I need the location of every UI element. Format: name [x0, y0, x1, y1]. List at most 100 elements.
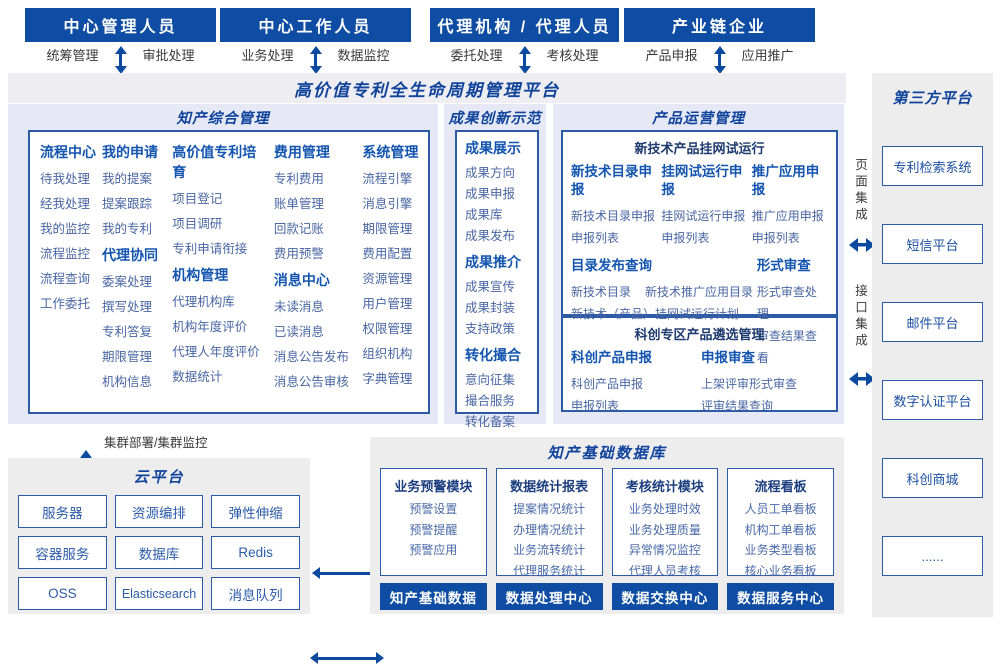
menu-item: 新技术推广应用目录 — [645, 285, 754, 299]
module-header: 流程看板 — [754, 479, 807, 494]
third-party-item: 短信平台 — [882, 224, 983, 264]
cloud-service-item: Redis — [211, 536, 300, 569]
panel-ip-comprehensive-management: 知产综合管理 流程中心 待我处理 经我处理 我的监控 流程监控 流程查询 工作委… — [8, 104, 438, 424]
role-group-center-managers: 中心管理人员 统筹管理 审批处理 — [25, 8, 216, 78]
menu-item: 账单管理 — [273, 197, 324, 211]
role-action-label: 应用推广 — [741, 48, 794, 63]
menu-item: 审查结果查看 — [756, 329, 817, 365]
menu-item: 项目调研 — [172, 217, 223, 231]
db-center-button: 数据交换中心 — [611, 583, 719, 610]
double-arrow-horizontal-icon — [310, 652, 384, 664]
cloud-service-item: OSS — [18, 577, 107, 610]
menu-item: 新技术目录 — [571, 285, 632, 299]
menu-item: 专利申请衔接 — [172, 242, 248, 256]
menu-item: 待我处理 — [40, 172, 91, 186]
menu-item: 期限管理 — [101, 350, 152, 364]
third-party-panel: 第三方平台 专利检索系统 短信平台 邮件平台 数字认证平台 科创商城 .....… — [872, 73, 993, 617]
menu-item: 意向征集 — [465, 373, 516, 387]
cloud-service-item: 消息队列 — [211, 577, 300, 610]
menu-item: 消息引擎 — [362, 197, 413, 211]
module-header: 我的申请 — [101, 144, 158, 160]
menu-item: 成果封装 — [465, 301, 516, 315]
menu-item: 提案情况统计 — [513, 502, 586, 516]
subbox-title: 新技术产品挂网试运行 — [634, 141, 765, 156]
db-module-box: 业务预警模块 预警设置 预警提醒 预警应用 — [380, 468, 487, 576]
cloud-service-item: 数据库 — [114, 536, 204, 569]
menu-item: 委案处理 — [101, 275, 152, 289]
menu-item: 用户管理 — [362, 297, 413, 311]
module-header: 系统管理 — [362, 144, 419, 160]
db-center-button: 数据服务中心 — [727, 583, 834, 610]
menu-item: 流程查询 — [40, 272, 91, 286]
menu-item: 业务处理时效 — [628, 502, 701, 516]
cluster-label: 集群部署/集群监控 — [104, 436, 208, 450]
menu-item: 流程监控 — [40, 247, 91, 261]
role-bar: 产业链企业 — [624, 8, 815, 42]
subbox-title: 科创专区产品遴选管理 — [634, 327, 765, 342]
db-module-box: 流程看板 人员工单看板 机构工单看板 业务类型看板 核心业务看板 — [727, 468, 834, 578]
menu-item: 期限管理 — [362, 222, 413, 236]
menu-item: 挂网试运行申报 — [661, 209, 746, 223]
role-bar: 中心工作人员 — [220, 8, 411, 42]
cloud-service-item: 容器服务 — [18, 536, 107, 569]
role-action-label: 业务处理 — [241, 48, 294, 63]
menu-item: 申报列表 — [571, 231, 620, 245]
menu-item: 代理机构库 — [172, 295, 235, 309]
module-header: 挂网试运行申报 — [661, 164, 743, 197]
module-column: 系统管理 流程引擎 消息引擎 期限管理 费用配置 资源管理 用户管理 权限管理 … — [362, 142, 426, 412]
menu-item: 成果库 — [465, 208, 503, 222]
menu-item: 申报列表 — [661, 231, 710, 245]
double-arrow-vertical-icon — [713, 46, 726, 74]
menu-item: 费用配置 — [362, 247, 413, 261]
module-header: 成果展示 — [465, 140, 521, 156]
cloud-service-item: 服务器 — [18, 495, 107, 528]
menu-item: 转化备案 — [465, 415, 516, 429]
menu-item: 推广应用申报 — [751, 209, 824, 223]
module-header: 消息中心 — [273, 272, 330, 288]
page-integration-label: 页面集成 — [853, 158, 867, 224]
api-integration-label: 接口集成 — [853, 284, 867, 350]
module-header: 机构管理 — [172, 267, 229, 283]
db-module-box: 数据统计报表 提案情况统计 办理情况统计 业务流转统计 代理服务统计 — [495, 468, 603, 578]
menu-item: 代理人年度评价 — [172, 345, 260, 359]
third-party-item: 专利检索系统 — [882, 146, 983, 186]
sci-tech-selection-box: 科创专区产品遴选管理 科创产品申报 科创产品申报 申报列表 申报审查 上架评审形… — [561, 316, 838, 413]
menu-item: 代理人员考核 — [628, 563, 701, 578]
module-header: 成果推介 — [465, 254, 521, 270]
module-column: 推广应用申报 推广应用申报 申报列表 — [752, 163, 828, 249]
menu-item: 机构信息 — [101, 375, 152, 389]
role-group-center-staff: 中心工作人员 业务处理 数据监控 — [220, 8, 411, 78]
module-header: 科创产品申报 — [571, 350, 652, 365]
menu-item: 成果宣传 — [465, 280, 516, 294]
third-party-item: 邮件平台 — [882, 302, 983, 342]
menu-item: 机构年度评价 — [172, 320, 248, 334]
menu-item: 字典管理 — [362, 372, 413, 386]
module-header: 目录发布查询 — [571, 258, 652, 273]
menu-item: 专利费用 — [273, 172, 324, 186]
menu-item: 我的监控 — [40, 222, 91, 236]
menu-item: 流程引擎 — [362, 172, 413, 186]
menu-item: 成果方向 — [465, 166, 516, 180]
module-header: 考核统计模块 — [625, 479, 704, 494]
menu-item: 科创产品申报 — [571, 377, 644, 391]
menu-item: 组织机构 — [362, 347, 413, 361]
panel-title: 产品运营管理 — [652, 110, 745, 127]
menu-item: 消息公告审核 — [273, 375, 349, 389]
module-header: 转化撮合 — [465, 347, 521, 363]
arrow-left-icon — [312, 567, 384, 579]
panel-title: 知产综合管理 — [176, 110, 270, 127]
third-party-item: 科创商城 — [882, 458, 983, 498]
module-header: 形式审查 — [756, 258, 811, 273]
menu-item: 预警应用 — [409, 543, 458, 557]
menu-item: 业务流转统计 — [513, 543, 586, 557]
trial-run-box: 新技术产品挂网试运行 新技术目录申报 新技术目录申报 申报列表 挂网试运行申报 … — [561, 130, 838, 365]
menu-item: 申报列表 — [751, 231, 800, 245]
menu-item: 人员工单看板 — [744, 502, 817, 516]
menu-item: 新技术（产品）挂网试运行计划 — [571, 307, 740, 321]
role-action-label: 产品申报 — [645, 48, 698, 63]
module-header: 代理协同 — [101, 247, 158, 263]
platform-title: 高价值专利全生命周期管理平台 — [8, 73, 846, 103]
menu-item: 权限管理 — [362, 322, 413, 336]
menu-item: 项目登记 — [172, 192, 223, 206]
menu-item: 提案跟踪 — [101, 197, 152, 211]
